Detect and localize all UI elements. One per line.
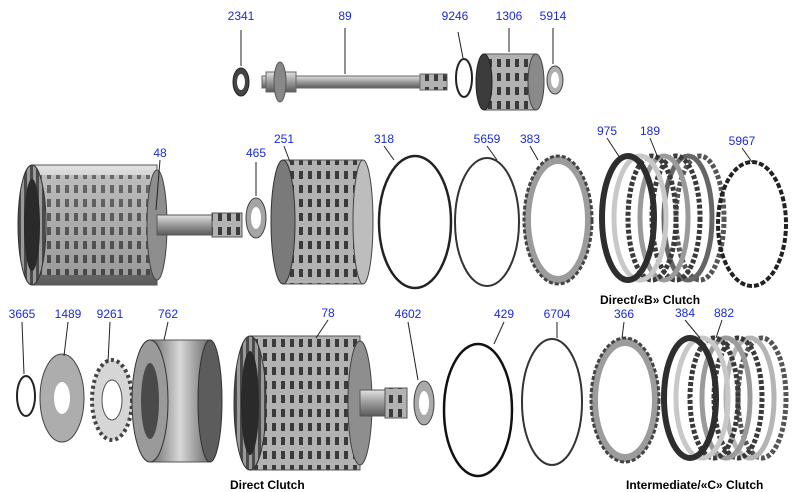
label-part-48: 48 [153,146,167,160]
caption-direct-b-clutch: Direct/«B» Clutch [600,293,701,307]
label-part-5967: 5967 [728,134,756,148]
part-1489-spring-retainer [39,353,85,443]
label-part-429: 429 [493,307,515,321]
part-3665-snap-ring [16,375,36,417]
label-part-9246: 9246 [441,9,469,23]
part-383-steel-plate [522,154,594,286]
part-6704-snap-ring [521,338,583,466]
label-part-251: 251 [273,132,295,146]
label-part-78: 78 [321,306,335,320]
label-part-882: 882 [713,306,735,320]
part-429-snap-ring [442,342,514,478]
leader-lines [21,28,753,381]
label-part-5914: 5914 [539,9,567,23]
label-part-9261: 9261 [96,307,124,321]
part-78-direct-clutch-housing [233,335,408,471]
label-part-383: 383 [519,132,541,146]
label-part-465: 465 [245,146,267,160]
part-465-thrust-washer [245,197,267,239]
label-part-384: 384 [674,306,696,320]
caption-intermediate-c-clutch: Intermediate/«C» Clutch [626,478,764,492]
part-2341-thrust-washer [232,67,250,97]
label-part-5659: 5659 [473,132,501,146]
part-5914-thrust-washer [546,65,564,95]
part-384-882-clutch-pack [661,335,789,461]
part-9246-snap-ring [455,58,473,98]
label-part-1489: 1489 [54,307,82,321]
part-89-shaft [261,61,448,103]
part-5967-friction-plate [716,160,788,288]
label-part-366: 366 [613,307,635,321]
label-part-2341: 2341 [227,9,255,23]
part-762-piston [131,339,223,463]
part-1306-gear-drum [475,53,545,111]
part-5659-snap-ring [454,157,520,287]
label-part-762: 762 [157,307,179,321]
label-part-318: 318 [373,132,395,146]
label-part-89: 89 [338,9,352,23]
label-part-189: 189 [639,124,661,138]
label-part-4602: 4602 [394,307,422,321]
part-48-clutch-housing [17,164,243,286]
part-318-snap-ring [377,154,453,290]
caption-direct-clutch: Direct Clutch [230,478,305,492]
label-part-975: 975 [596,124,618,138]
part-366-steel-plate [589,336,661,464]
label-part-1306: 1306 [495,9,523,23]
part-975-189-clutch-pack [599,153,727,283]
label-part-3665: 3665 [8,307,36,321]
label-part-6704: 6704 [543,307,571,321]
part-4602-thrust-washer [413,380,435,426]
part-9261-spring-assembly [90,358,134,442]
part-251-clutch-hub [270,159,374,285]
